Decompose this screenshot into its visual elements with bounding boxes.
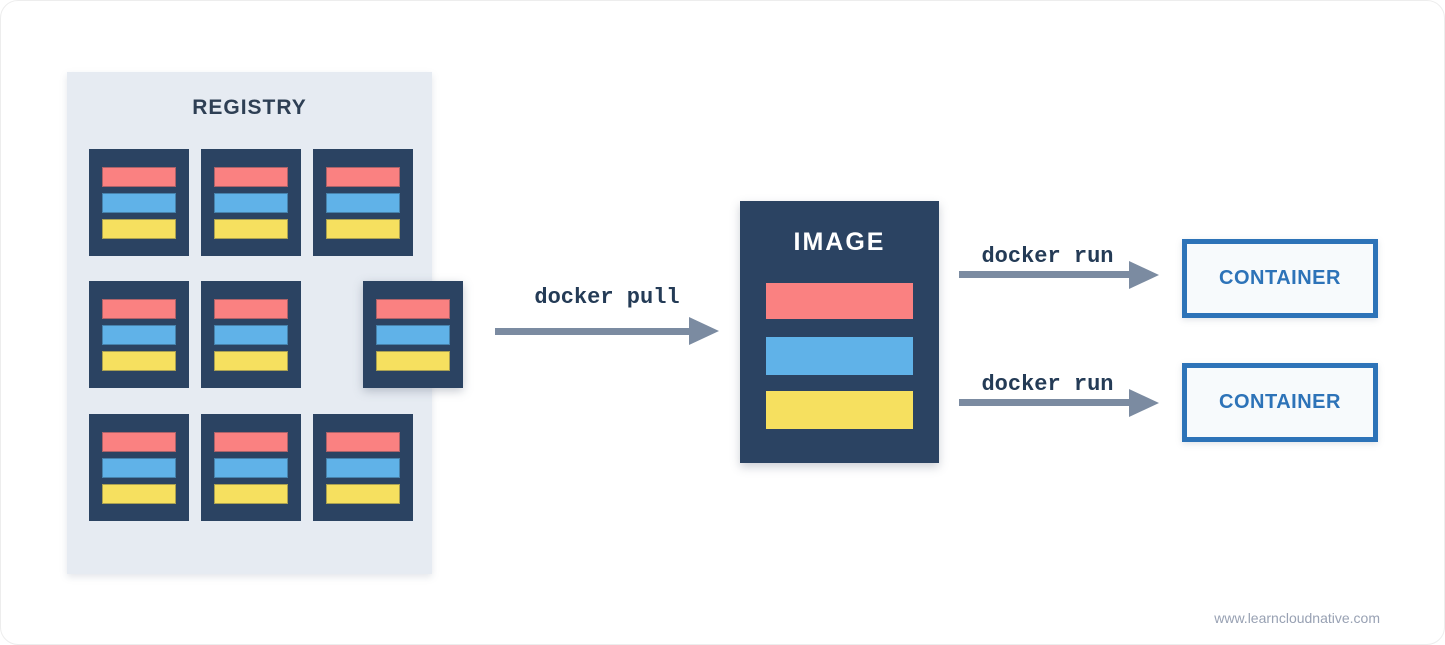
image-layer-red (102, 167, 176, 187)
docker-run-arrowhead-icon-1 (1129, 261, 1159, 289)
registry-image-tile (89, 149, 189, 256)
registry-image-tile (313, 149, 413, 256)
watermark: www.learncloudnative.com (1214, 610, 1380, 626)
image-layer-blue (766, 337, 913, 375)
image-layer-blue (214, 193, 288, 213)
image-layer-blue (326, 193, 400, 213)
image-layer-red (214, 167, 288, 187)
image-layer-yellow (214, 351, 288, 371)
image-layer-blue (214, 325, 288, 345)
image-layer-yellow (376, 351, 450, 371)
image-layer-red (102, 299, 176, 319)
image-layer-yellow (326, 484, 400, 504)
docker-run-arrow-1 (959, 271, 1129, 278)
container-box-2: CONTAINER (1182, 363, 1378, 442)
registry-image-tile (201, 281, 301, 388)
image-layer-yellow (326, 219, 400, 239)
container-label-2: CONTAINER (1219, 391, 1341, 413)
image-title: IMAGE (793, 228, 886, 256)
registry-image-tile (201, 414, 301, 521)
image-layer-red (376, 299, 450, 319)
container-label-1: CONTAINER (1219, 267, 1341, 289)
image-layer-blue (102, 193, 176, 213)
image-layer-yellow (102, 219, 176, 239)
image-layer-yellow (766, 391, 913, 429)
image-layer-blue (376, 325, 450, 345)
image-layer-red (102, 432, 176, 452)
image-layer-blue (102, 325, 176, 345)
docker-run-label-1: docker run (981, 244, 1114, 269)
image-layer-blue (102, 458, 176, 478)
image-layer-red (326, 432, 400, 452)
image-layer-blue (214, 458, 288, 478)
image-layer-red (214, 299, 288, 319)
image-layer-yellow (102, 351, 176, 371)
image-layer-yellow (214, 219, 288, 239)
image-layer-red (326, 167, 400, 187)
registry-image-tile (201, 149, 301, 256)
image-layer-red (214, 432, 288, 452)
docker-run-arrowhead-icon-2 (1129, 389, 1159, 417)
image-layer-red (766, 283, 913, 319)
registry-title: REGISTRY (192, 96, 307, 119)
image-layer-yellow (214, 484, 288, 504)
image-box: IMAGE (740, 201, 939, 463)
container-box-1: CONTAINER (1182, 239, 1378, 318)
image-layer-blue (326, 458, 400, 478)
docker-pull-label: docker pull (534, 285, 680, 310)
docker-pull-arrowhead-icon (689, 317, 719, 345)
registry-image-tile (89, 414, 189, 521)
docker-pull-arrow (495, 328, 689, 335)
image-layer-yellow (102, 484, 176, 504)
registry-image-tile (89, 281, 189, 388)
registry-image-tile (313, 414, 413, 521)
docker-run-arrow-2 (959, 399, 1129, 406)
docker-run-label-2: docker run (981, 372, 1114, 397)
registry-image-tile-pulled (363, 281, 463, 388)
